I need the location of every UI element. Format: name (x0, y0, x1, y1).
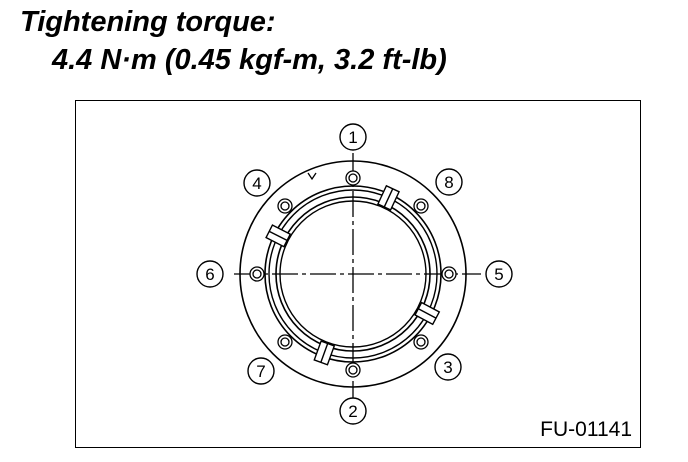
sequence-callout-8: 8 (435, 168, 463, 196)
flange-ring-4 (279, 200, 427, 348)
svg-text:2: 2 (348, 402, 357, 421)
sequence-callout-1: 1 (339, 123, 367, 151)
flange-drawing: 1 2 3 4 5 6 7 8 (196, 123, 513, 425)
alignment-notch (307, 172, 317, 181)
sequence-callout-6: 6 (196, 260, 224, 288)
sequence-callout-2: 2 (339, 397, 367, 425)
svg-text:7: 7 (256, 362, 265, 381)
bolt-tightening-sequence-diagram: 1 2 3 4 5 6 7 8 FU-01141 (75, 100, 641, 448)
svg-text:3: 3 (443, 358, 452, 377)
torque-title: Tightening torque: (20, 6, 276, 38)
figure-code: FU-01141 (540, 418, 632, 441)
sequence-callout-5: 5 (485, 260, 513, 288)
svg-text:8: 8 (444, 173, 453, 192)
flange-ring-3 (275, 196, 431, 352)
sequence-callout-3: 3 (434, 353, 462, 381)
svg-text:5: 5 (494, 265, 503, 284)
flange-ring-2 (268, 189, 438, 359)
sequence-callout-7: 7 (247, 357, 275, 385)
svg-text:6: 6 (205, 265, 214, 284)
retaining-tab (265, 184, 441, 366)
flange-outer-edge (239, 160, 467, 388)
svg-text:4: 4 (252, 174, 261, 193)
flange-bolt (249, 170, 457, 378)
sequence-callout-4: 4 (243, 169, 271, 197)
svg-text:1: 1 (348, 128, 357, 147)
torque-specification: 4.4 N·m (0.45 kgf-m, 3.2 ft-lb) (52, 44, 447, 76)
flange-ring-1 (264, 185, 442, 363)
